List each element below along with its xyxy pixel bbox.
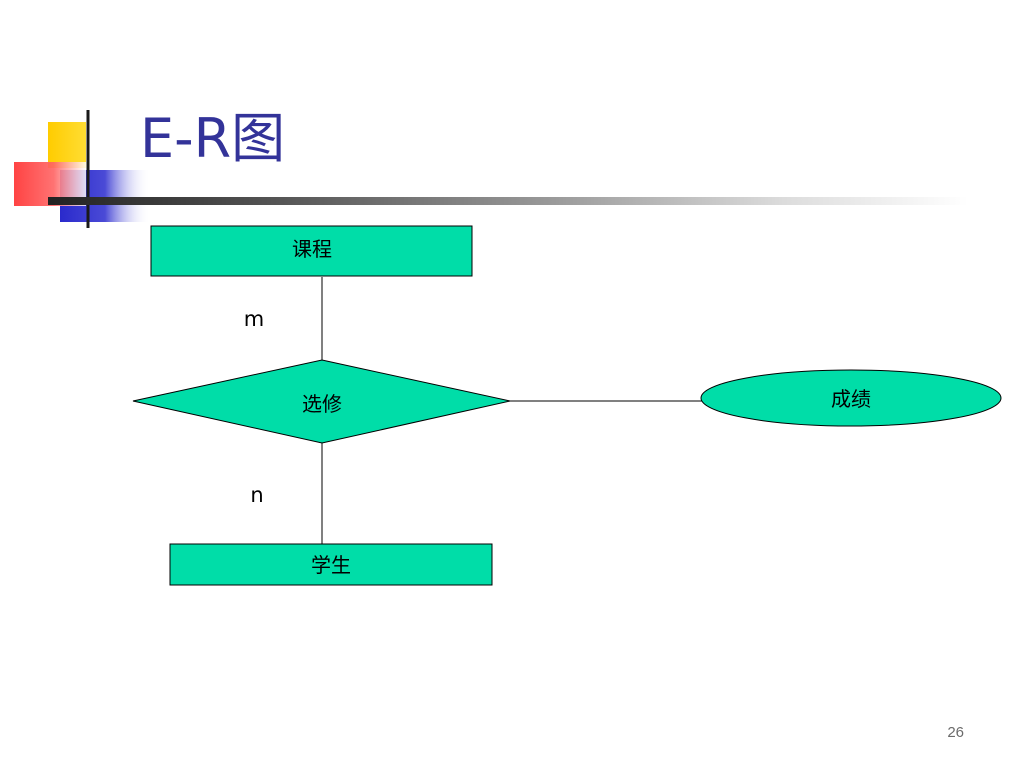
- cardinality-m: m: [244, 307, 264, 331]
- entity-student-label: 学生: [311, 553, 351, 577]
- entity-course[interactable]: 课程: [150, 225, 473, 277]
- attribute-label: 成绩: [831, 387, 871, 411]
- attribute-grade[interactable]: 成绩: [700, 369, 1002, 427]
- relationship-elective[interactable]: 选修: [132, 359, 511, 444]
- entity-course-label: 课程: [292, 237, 332, 261]
- title-divider: [48, 197, 968, 205]
- entity-student[interactable]: 学生: [169, 543, 493, 586]
- relationship-label: 选修: [302, 392, 342, 416]
- slide-title: E-R图: [140, 107, 286, 170]
- page-number: 26: [947, 724, 964, 741]
- cardinality-n: n: [250, 483, 263, 507]
